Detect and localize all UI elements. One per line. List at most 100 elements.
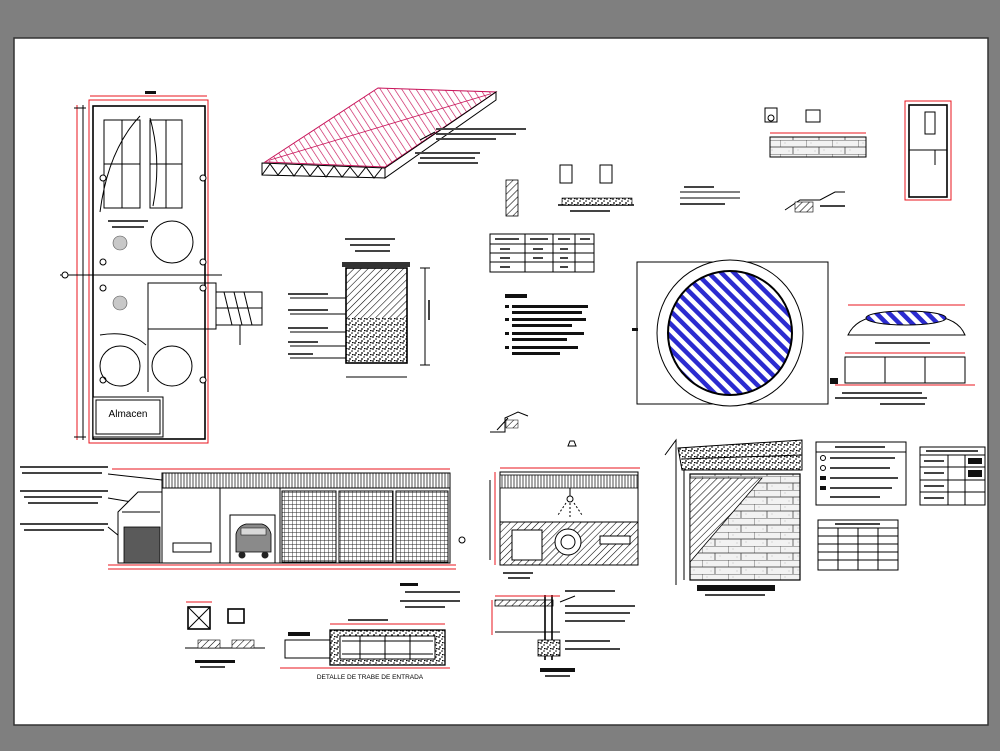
leader-line [559, 595, 576, 603]
note-text-mark [28, 502, 98, 504]
notes-line-mark [512, 346, 578, 349]
note-text-mark [288, 293, 328, 295]
note-text-mark [684, 186, 714, 188]
title-block-mark [924, 485, 944, 487]
note-text-mark [288, 309, 328, 311]
leader-line [419, 131, 436, 141]
footing-detail [559, 164, 573, 184]
fountain-detail [830, 304, 975, 405]
round-table-symbol [99, 345, 141, 387]
note-text-mark [835, 397, 927, 399]
note-text-mark [400, 600, 460, 602]
legend-symbol [820, 465, 826, 471]
note-text-mark [436, 133, 516, 135]
section-concrete-fill [346, 318, 407, 363]
roof-edge-band [161, 472, 451, 489]
lattice-panel [395, 490, 449, 563]
note-text-mark [20, 466, 108, 468]
table-cell-mark [560, 248, 568, 250]
car-wheel [238, 551, 246, 559]
legend-text-mark [830, 457, 895, 459]
note-text-mark [288, 353, 313, 355]
light-ray [573, 502, 583, 516]
garage-opening [229, 514, 276, 564]
note-text-mark [565, 640, 610, 642]
axis-bubble [458, 536, 466, 544]
note-text-mark [503, 572, 533, 574]
pendant-lamp [566, 495, 574, 503]
entrance-step [172, 542, 212, 553]
joint-detail-block [794, 201, 814, 213]
small-top-details [505, 164, 740, 217]
note-text-mark [570, 210, 610, 212]
wall-cap-line [681, 454, 803, 460]
fixture-icon [764, 107, 778, 123]
lattice-panel [281, 490, 337, 563]
column-plan [187, 606, 211, 630]
section-opening [511, 529, 543, 561]
electrical-outlet-symbol [199, 258, 207, 266]
title-block-frame [919, 446, 986, 506]
notes-line-mark [512, 311, 582, 314]
connection-detail [491, 590, 635, 677]
note-text-mark [436, 128, 526, 130]
wall-edge-line [664, 438, 677, 585]
footing-block [231, 639, 255, 649]
section-roof-truss [499, 474, 639, 489]
brick-wall-detail [664, 438, 803, 596]
room-label-text-mark [108, 220, 148, 222]
note-text-mark [288, 341, 318, 343]
legend-heading-mark [835, 446, 885, 448]
beam-core [339, 635, 436, 660]
legend-text-mark [830, 477, 898, 479]
table-cell-mark [500, 248, 510, 250]
table-cell-mark [560, 266, 568, 268]
note-text-mark [355, 250, 390, 252]
connection-base [537, 639, 561, 657]
table-cell-mark [580, 238, 590, 240]
note-text-mark [565, 605, 635, 607]
notes-line-mark [512, 338, 567, 341]
circular-planter-plan [632, 259, 829, 407]
bottom-column-details [185, 601, 265, 668]
table-cell-mark [495, 238, 519, 240]
storage-room-box [92, 396, 164, 438]
note-text-mark [705, 594, 765, 596]
round-table-symbol [151, 345, 193, 387]
quantities-heading-mark [835, 523, 880, 525]
note-text-mark [880, 403, 925, 405]
floor-plan-dimension-outline [88, 99, 209, 444]
footing-slab [561, 197, 633, 206]
electrical-outlet-symbol [199, 284, 207, 292]
note-text-mark [200, 666, 225, 668]
truss-side [384, 91, 497, 179]
title-block-mark [924, 472, 944, 474]
note-text-mark [24, 529, 104, 531]
notes-line-mark [505, 305, 509, 308]
section-cap [342, 262, 410, 267]
section-counter [599, 535, 631, 545]
door-swing-arc [149, 117, 158, 207]
electrical-outlet-symbol [99, 258, 107, 266]
electrical-outlet-symbol [199, 174, 207, 182]
note-text-mark [22, 472, 102, 474]
note-text-mark [420, 157, 475, 159]
electrical-outlet-symbol [99, 284, 107, 292]
lamp-icon [567, 440, 577, 447]
legend-text-mark [830, 467, 890, 469]
note-text-mark [400, 583, 418, 586]
top-right-details [764, 100, 952, 213]
title-block-mark [924, 497, 944, 499]
note-text-mark [350, 244, 390, 246]
legend-symbol [820, 455, 826, 461]
notes-line-mark [512, 324, 572, 327]
shed-door [123, 526, 161, 564]
column-plan-cross [187, 606, 211, 630]
table-cell-mark [500, 257, 510, 259]
note-text-mark [418, 162, 478, 164]
notes-line-mark [512, 352, 560, 355]
detail-title-mark [540, 668, 575, 672]
dimension-label-mark [145, 91, 156, 94]
note-text-mark [565, 612, 630, 614]
title-block-mark [968, 458, 982, 464]
